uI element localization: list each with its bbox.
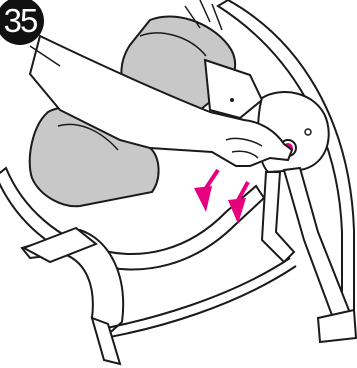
push-down-arrow	[194, 170, 218, 212]
step-number: 35	[0, 0, 40, 42]
step-badge: 35	[0, 0, 44, 44]
base-rocker	[22, 228, 296, 364]
